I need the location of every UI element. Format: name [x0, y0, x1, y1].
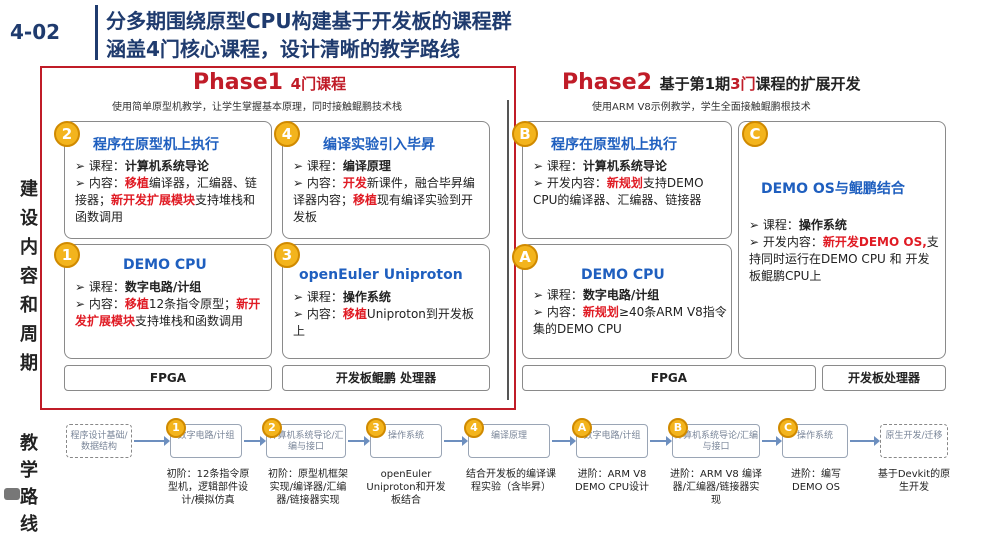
- card-body: ➢ 课程：计算机系统导论 ➢ 开发内容：新规划支持DEMO CPU的编译器、汇编…: [533, 159, 704, 207]
- route-desc-c: 进阶：编写DEMO OS: [791, 469, 841, 493]
- route-desc-native: 基于Devkit的原生开发: [877, 469, 951, 493]
- side-label-route: 教学路线: [20, 433, 38, 535]
- card-uniproton: openEuler Uniproton ➢ 课程：操作系统 ➢ 内容：移植Uni…: [282, 244, 490, 359]
- route-arrow: [444, 436, 468, 446]
- side-label-construction: 建设内容和周期: [20, 179, 38, 374]
- phase-divider: [507, 100, 509, 400]
- slide-code: 4-02: [10, 20, 61, 44]
- base-fpga: FPGA: [64, 365, 272, 391]
- route-desc-4: 结合开发板的编译课程实验（含毕昇）: [466, 469, 556, 493]
- card-demo-cpu: DEMO CPU ➢ 课程：数字电路/计组 ➢ 内容：移植12条指令原型；新开发…: [64, 244, 272, 359]
- title-accent-bar: [95, 5, 98, 60]
- base-kunpeng-board: 开发板鲲鹏 处理器: [282, 365, 490, 391]
- card-body: ➢ 课程：操作系统 ➢ 内容：移植Uniproton到开发板上: [293, 290, 474, 338]
- route-arrow: [348, 436, 370, 446]
- base-board-processor: 开发板处理器: [822, 365, 946, 391]
- route-arrow: [552, 436, 576, 446]
- route-badge-4: 4: [464, 418, 484, 438]
- title-line-2: 涵盖4门核心课程，设计清晰的教学路线: [106, 37, 460, 61]
- route-arrow: [850, 436, 880, 446]
- route-arrow: [762, 436, 782, 446]
- card-title: DEMO CPU: [581, 267, 665, 283]
- card-title: 编译实验引入毕昇: [323, 137, 435, 153]
- badge-4: 4: [274, 121, 300, 147]
- route-badge-3: 3: [366, 418, 386, 438]
- card-title: DEMO OS与鲲鹏结合: [761, 181, 905, 197]
- card-program-execution-p2: 程序在原型机上执行 ➢ 课程：计算机系统导论 ➢ 开发内容：新规划支持DEMO …: [522, 121, 732, 239]
- route-desc-2: 初阶：原型机框架实现/编译器/汇编器/链接器实现: [268, 469, 348, 506]
- route-node-prereq: 程序设计基础/数据结构: [66, 424, 132, 458]
- route-badge-2: 2: [262, 418, 282, 438]
- phase2-title: Phase2 基于第1期3门课程的扩展开发: [562, 70, 861, 95]
- badge-c: C: [742, 121, 768, 147]
- card-body: ➢ 课程：数字电路/计组 ➢ 内容：移植12条指令原型；新开发扩展模块支持堆栈和…: [75, 280, 261, 328]
- card-title: 程序在原型机上执行: [93, 137, 219, 153]
- route-badge-1: 1: [166, 418, 186, 438]
- card-compiler-bisheng: 编译实验引入毕昇 ➢ 课程：编译原理 ➢ 内容：开发新课件，融合毕昇编译器内容；…: [282, 121, 490, 239]
- badge-3: 3: [274, 242, 300, 268]
- phase2-desc: 使用ARM V8示例教学，学生全面接触鲲鹏根技术: [592, 102, 811, 113]
- card-body: ➢ 课程：计算机系统导论 ➢ 内容：移植编译器，汇编器、链接器；新开发扩展模块支…: [75, 159, 257, 224]
- badge-a: A: [512, 244, 538, 270]
- badge-2: 2: [54, 121, 80, 147]
- base-fpga-p2: FPGA: [522, 365, 816, 391]
- route-desc-1: 初阶：12条指令原型机，逻辑部件设计/模拟仿真: [166, 469, 250, 506]
- card-body: ➢ 课程：数字电路/计组 ➢ 内容：新规划≥40条ARM V8指令集的DEMO …: [533, 288, 727, 336]
- card-title: 程序在原型机上执行: [551, 137, 677, 153]
- card-demo-os: DEMO OS与鲲鹏结合 ➢ 课程：操作系统 ➢ 开发内容：新开发DEMO OS…: [738, 121, 946, 359]
- card-body: ➢ 课程：操作系统 ➢ 开发内容：新开发DEMO OS,支持同时运行在DEMO …: [749, 218, 939, 283]
- route-badge-a: A: [572, 418, 592, 438]
- route-arrow: [134, 436, 170, 446]
- phase1-frame: [40, 66, 516, 410]
- card-title: DEMO CPU: [123, 257, 207, 273]
- route-desc-b: 进阶：ARM V8 编译器/汇编器/链接器实现: [670, 469, 762, 506]
- route-desc-a: 进阶：ARM V8 DEMO CPU设计: [574, 469, 650, 493]
- card-body: ➢ 课程：编译原理 ➢ 内容：开发新课件，融合毕昇编译器内容；移植现有编译实验到…: [293, 159, 475, 224]
- camera-icon[interactable]: [4, 488, 20, 500]
- route-arrow: [244, 436, 266, 446]
- route-node-1: 数字电路/计组: [170, 424, 242, 458]
- route-arrow: [650, 436, 672, 446]
- card-demo-cpu-p2: DEMO CPU ➢ 课程：数字电路/计组 ➢ 内容：新规划≥40条ARM V8…: [522, 244, 732, 359]
- card-title: openEuler Uniproton: [299, 267, 463, 283]
- badge-1: 1: [54, 242, 80, 268]
- route-node-native: 原生开发/迁移: [880, 424, 948, 458]
- route-badge-b: B: [668, 418, 688, 438]
- card-program-execution: 程序在原型机上执行 ➢ 课程：计算机系统导论 ➢ 内容：移植编译器，汇编器、链接…: [64, 121, 272, 239]
- phase1-desc: 使用简单原型机教学，让学生掌握基本原理，同时接触鲲鹏技术栈: [112, 102, 402, 113]
- title-line-1: 分多期围绕原型CPU构建基于开发板的课程群: [106, 9, 512, 33]
- badge-b: B: [512, 121, 538, 147]
- phase1-title: Phase1 4门课程: [193, 70, 347, 95]
- route-desc-3: openEuler Uniproton和开发板结合: [366, 469, 446, 506]
- route-badge-c: C: [778, 418, 798, 438]
